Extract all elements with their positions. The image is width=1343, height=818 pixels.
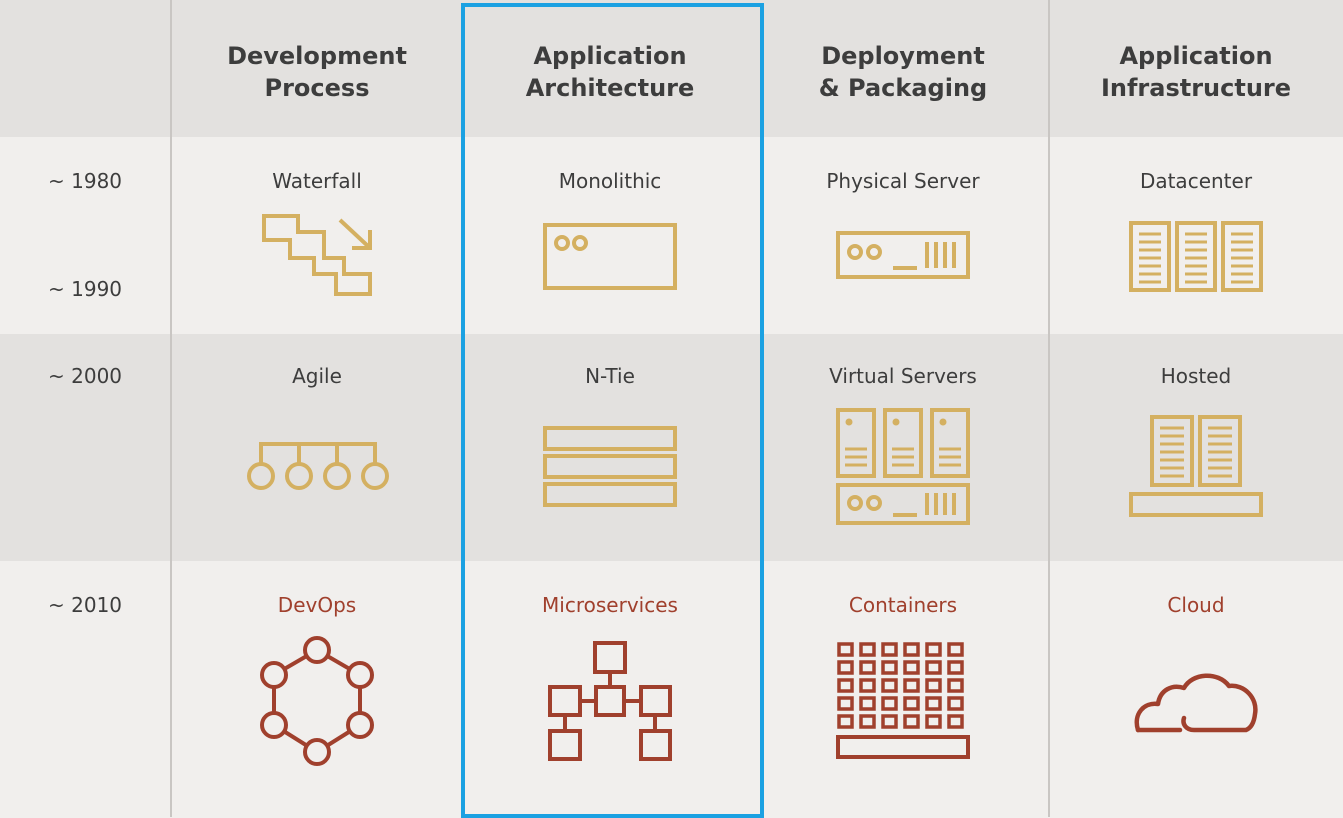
container-cell — [947, 642, 964, 657]
container-cell — [925, 714, 942, 729]
header-development-process: Development Process — [227, 42, 407, 102]
container-cell — [837, 696, 854, 711]
container-cell — [881, 660, 898, 675]
container-cell — [925, 660, 942, 675]
header-deployment-packaging: Deployment & Packaging — [818, 42, 988, 102]
container-cell — [947, 660, 964, 675]
hosted-icon — [1129, 415, 1263, 517]
container-cell — [881, 714, 898, 729]
label-containers: Containers — [848, 593, 958, 617]
container-cell — [903, 642, 920, 657]
label-n-tier: N-Tie — [585, 364, 635, 388]
container-cell — [903, 660, 920, 675]
label-waterfall: Waterfall — [272, 169, 362, 193]
container-cell — [947, 696, 964, 711]
column-divider — [170, 0, 172, 817]
n-tier-icon — [543, 426, 677, 507]
year-label: ~ 1990 — [48, 277, 123, 301]
container-cell — [947, 714, 964, 729]
virtual-servers-icon — [836, 408, 970, 525]
devops-icon — [260, 636, 374, 766]
row-band-1980 — [0, 137, 1343, 334]
header-application-infrastructure: Application Infrastructure — [1100, 42, 1292, 102]
container-cell — [903, 678, 920, 693]
year-label: ~ 2000 — [48, 364, 123, 388]
year-label: ~ 2010 — [48, 593, 123, 617]
datacenter-icon — [1129, 221, 1263, 292]
container-cell — [903, 696, 920, 711]
label-agile: Agile — [292, 364, 342, 388]
label-physical-server: Physical Server — [826, 169, 980, 193]
column-divider — [1048, 0, 1050, 817]
label-hosted: Hosted — [1160, 364, 1232, 388]
cloud-icon — [1134, 673, 1258, 733]
container-cell — [859, 696, 876, 711]
container-cell — [925, 678, 942, 693]
container-cell — [881, 642, 898, 657]
container-cell — [925, 642, 942, 657]
microservices-icon — [548, 641, 672, 761]
label-devops: DevOps — [277, 593, 357, 617]
monolithic-icon — [543, 223, 677, 290]
agile-icon — [247, 442, 389, 490]
container-cell — [859, 660, 876, 675]
label-monolithic: Monolithic — [558, 169, 662, 193]
container-cell — [837, 714, 854, 729]
year-label: ~ 1980 — [48, 169, 123, 193]
container-cell — [837, 660, 854, 675]
container-cell — [903, 714, 920, 729]
waterfall-icon — [262, 214, 372, 296]
header-application-architecture: Application Architecture — [525, 42, 695, 102]
container-cell — [881, 696, 898, 711]
container-cell — [837, 642, 854, 657]
container-cell — [859, 678, 876, 693]
container-cell — [881, 678, 898, 693]
container-cell — [925, 696, 942, 711]
container-cell — [947, 678, 964, 693]
containers-icon — [836, 642, 970, 759]
container-cell — [837, 678, 854, 693]
label-datacenter: Datacenter — [1139, 169, 1253, 193]
label-microservices: Microservices — [542, 593, 678, 617]
label-cloud: Cloud — [1167, 593, 1225, 617]
physical-server-icon — [836, 231, 970, 279]
label-virtual-servers: Virtual Servers — [829, 364, 977, 388]
header-band — [0, 0, 1343, 137]
container-cell — [859, 642, 876, 657]
container-cell — [859, 714, 876, 729]
